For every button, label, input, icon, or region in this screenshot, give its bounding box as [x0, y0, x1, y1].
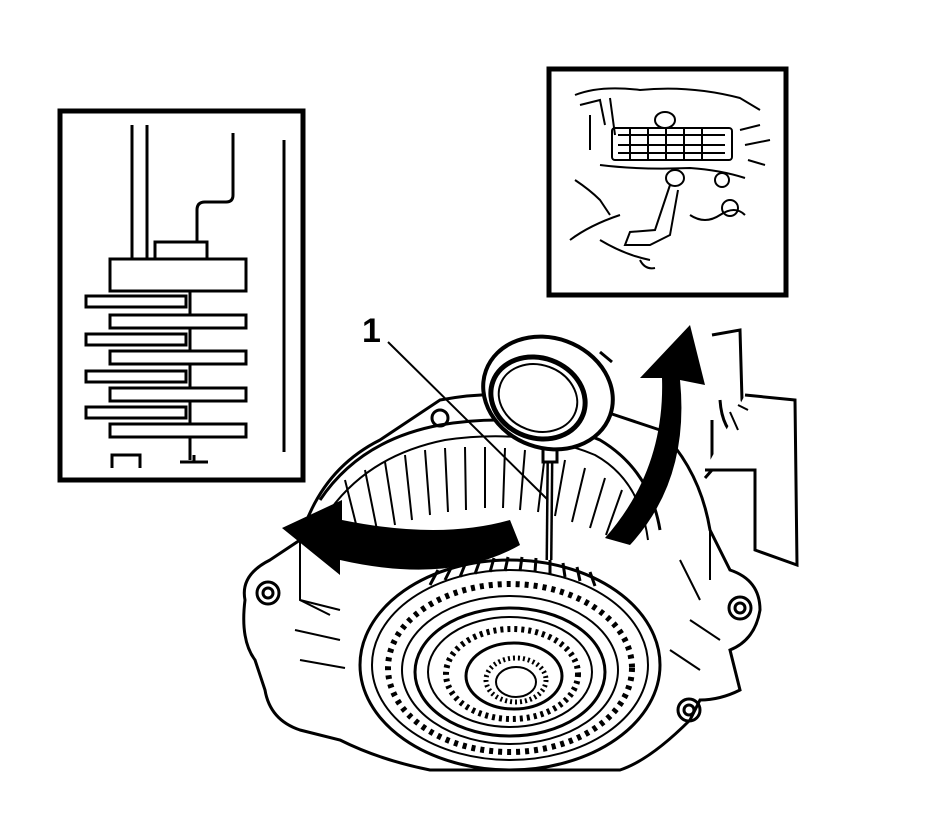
rotate-up-arrow: [605, 325, 705, 545]
dial-indicator: [481, 334, 615, 561]
inset-mounting-detail: [546, 66, 789, 298]
inset-clutch-pack: [57, 108, 306, 483]
gear-assembly: [358, 556, 662, 772]
callout-1: 1: [362, 312, 549, 501]
indicator-stand: [703, 328, 799, 568]
callout-1-label: 1: [362, 312, 381, 350]
rotate-left-arrow: [282, 500, 520, 575]
